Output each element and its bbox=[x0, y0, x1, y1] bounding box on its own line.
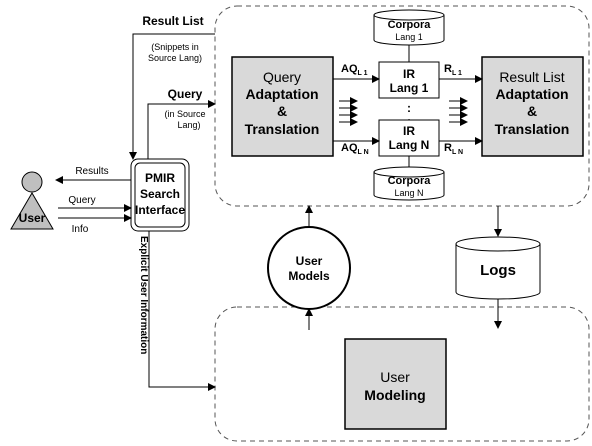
qat-line4: Translation bbox=[245, 121, 320, 137]
results-label: Results bbox=[75, 166, 108, 177]
arrow-result-list bbox=[129, 33, 215, 160]
corpora-langn-label: Corpora bbox=[388, 175, 432, 187]
qat-line3: & bbox=[277, 103, 287, 119]
in-source-line2: Lang) bbox=[177, 120, 200, 130]
snippets-line1: (Snippets in bbox=[151, 42, 199, 52]
info-label: Info bbox=[72, 224, 89, 235]
rla-line2: Adaptation bbox=[495, 86, 568, 102]
user-models-circle bbox=[267, 226, 351, 310]
ellipsis-vertical-2: . bbox=[407, 110, 410, 124]
query-small-label: Query bbox=[68, 195, 95, 206]
user-models-line1: User bbox=[296, 254, 323, 268]
query-title: Query bbox=[168, 87, 203, 101]
user-models-line2: Models bbox=[288, 269, 330, 283]
in-source-line1: (in Source bbox=[164, 109, 205, 119]
qat-line1: Query bbox=[263, 69, 301, 85]
pmir-search-interface: PMIR Search Interface bbox=[130, 158, 190, 232]
modeling-container bbox=[214, 306, 590, 442]
qat-line2: Adaptation bbox=[245, 86, 318, 102]
logs-cylinder: Logs bbox=[455, 236, 541, 300]
pmir-line1: PMIR bbox=[145, 171, 175, 185]
corpora-langn-cylinder: Corpora Lang N bbox=[373, 166, 445, 201]
corpora-langn-sublabel: Lang N bbox=[394, 188, 423, 198]
user-modeling-line2: Modeling bbox=[364, 387, 425, 403]
user-label: User bbox=[19, 211, 46, 225]
retrieval-container bbox=[214, 5, 590, 207]
ir-lang1-line2: Lang 1 bbox=[390, 81, 429, 95]
user-modeling-box bbox=[344, 338, 447, 430]
result-list-adaptation-box bbox=[481, 56, 584, 157]
corpora-lang1-label: Corpora bbox=[388, 19, 432, 31]
edge-label-r-ln: RL N bbox=[444, 142, 463, 156]
query-adaptation-box bbox=[231, 56, 334, 157]
corpora-lang1-sublabel: Lang 1 bbox=[395, 32, 423, 42]
ellipsis-vertical: : bbox=[407, 101, 411, 115]
arrow-explicit-user-info bbox=[148, 231, 216, 391]
pmir-line2: Search bbox=[140, 187, 180, 201]
ir-langn-line2: Lang N bbox=[389, 138, 430, 152]
rla-line3: & bbox=[527, 103, 537, 119]
user-modeling-line1: User bbox=[380, 369, 410, 385]
result-list-title: Result List bbox=[142, 14, 203, 28]
user-actor: User bbox=[10, 171, 54, 230]
ir-lang1-line1: IR bbox=[403, 67, 415, 81]
snippets-line2: Source Lang) bbox=[148, 53, 202, 63]
explicit-user-info-label: Explicit User Information bbox=[138, 236, 149, 354]
edge-label-aq-l1: AQL 1 bbox=[341, 63, 368, 77]
edge-label-aq-ln: AQL N bbox=[341, 142, 369, 156]
arrow-query bbox=[147, 100, 216, 159]
rla-line1: Result List bbox=[499, 69, 564, 85]
ir-langn-line1: IR bbox=[403, 124, 415, 138]
corpora-lang1-cylinder: Corpora Lang 1 bbox=[373, 9, 445, 46]
rla-line4: Translation bbox=[495, 121, 570, 137]
edge-label-r-l1: RL 1 bbox=[444, 63, 462, 77]
logs-label: Logs bbox=[480, 262, 516, 279]
pmir-line3: Interface bbox=[135, 203, 185, 217]
